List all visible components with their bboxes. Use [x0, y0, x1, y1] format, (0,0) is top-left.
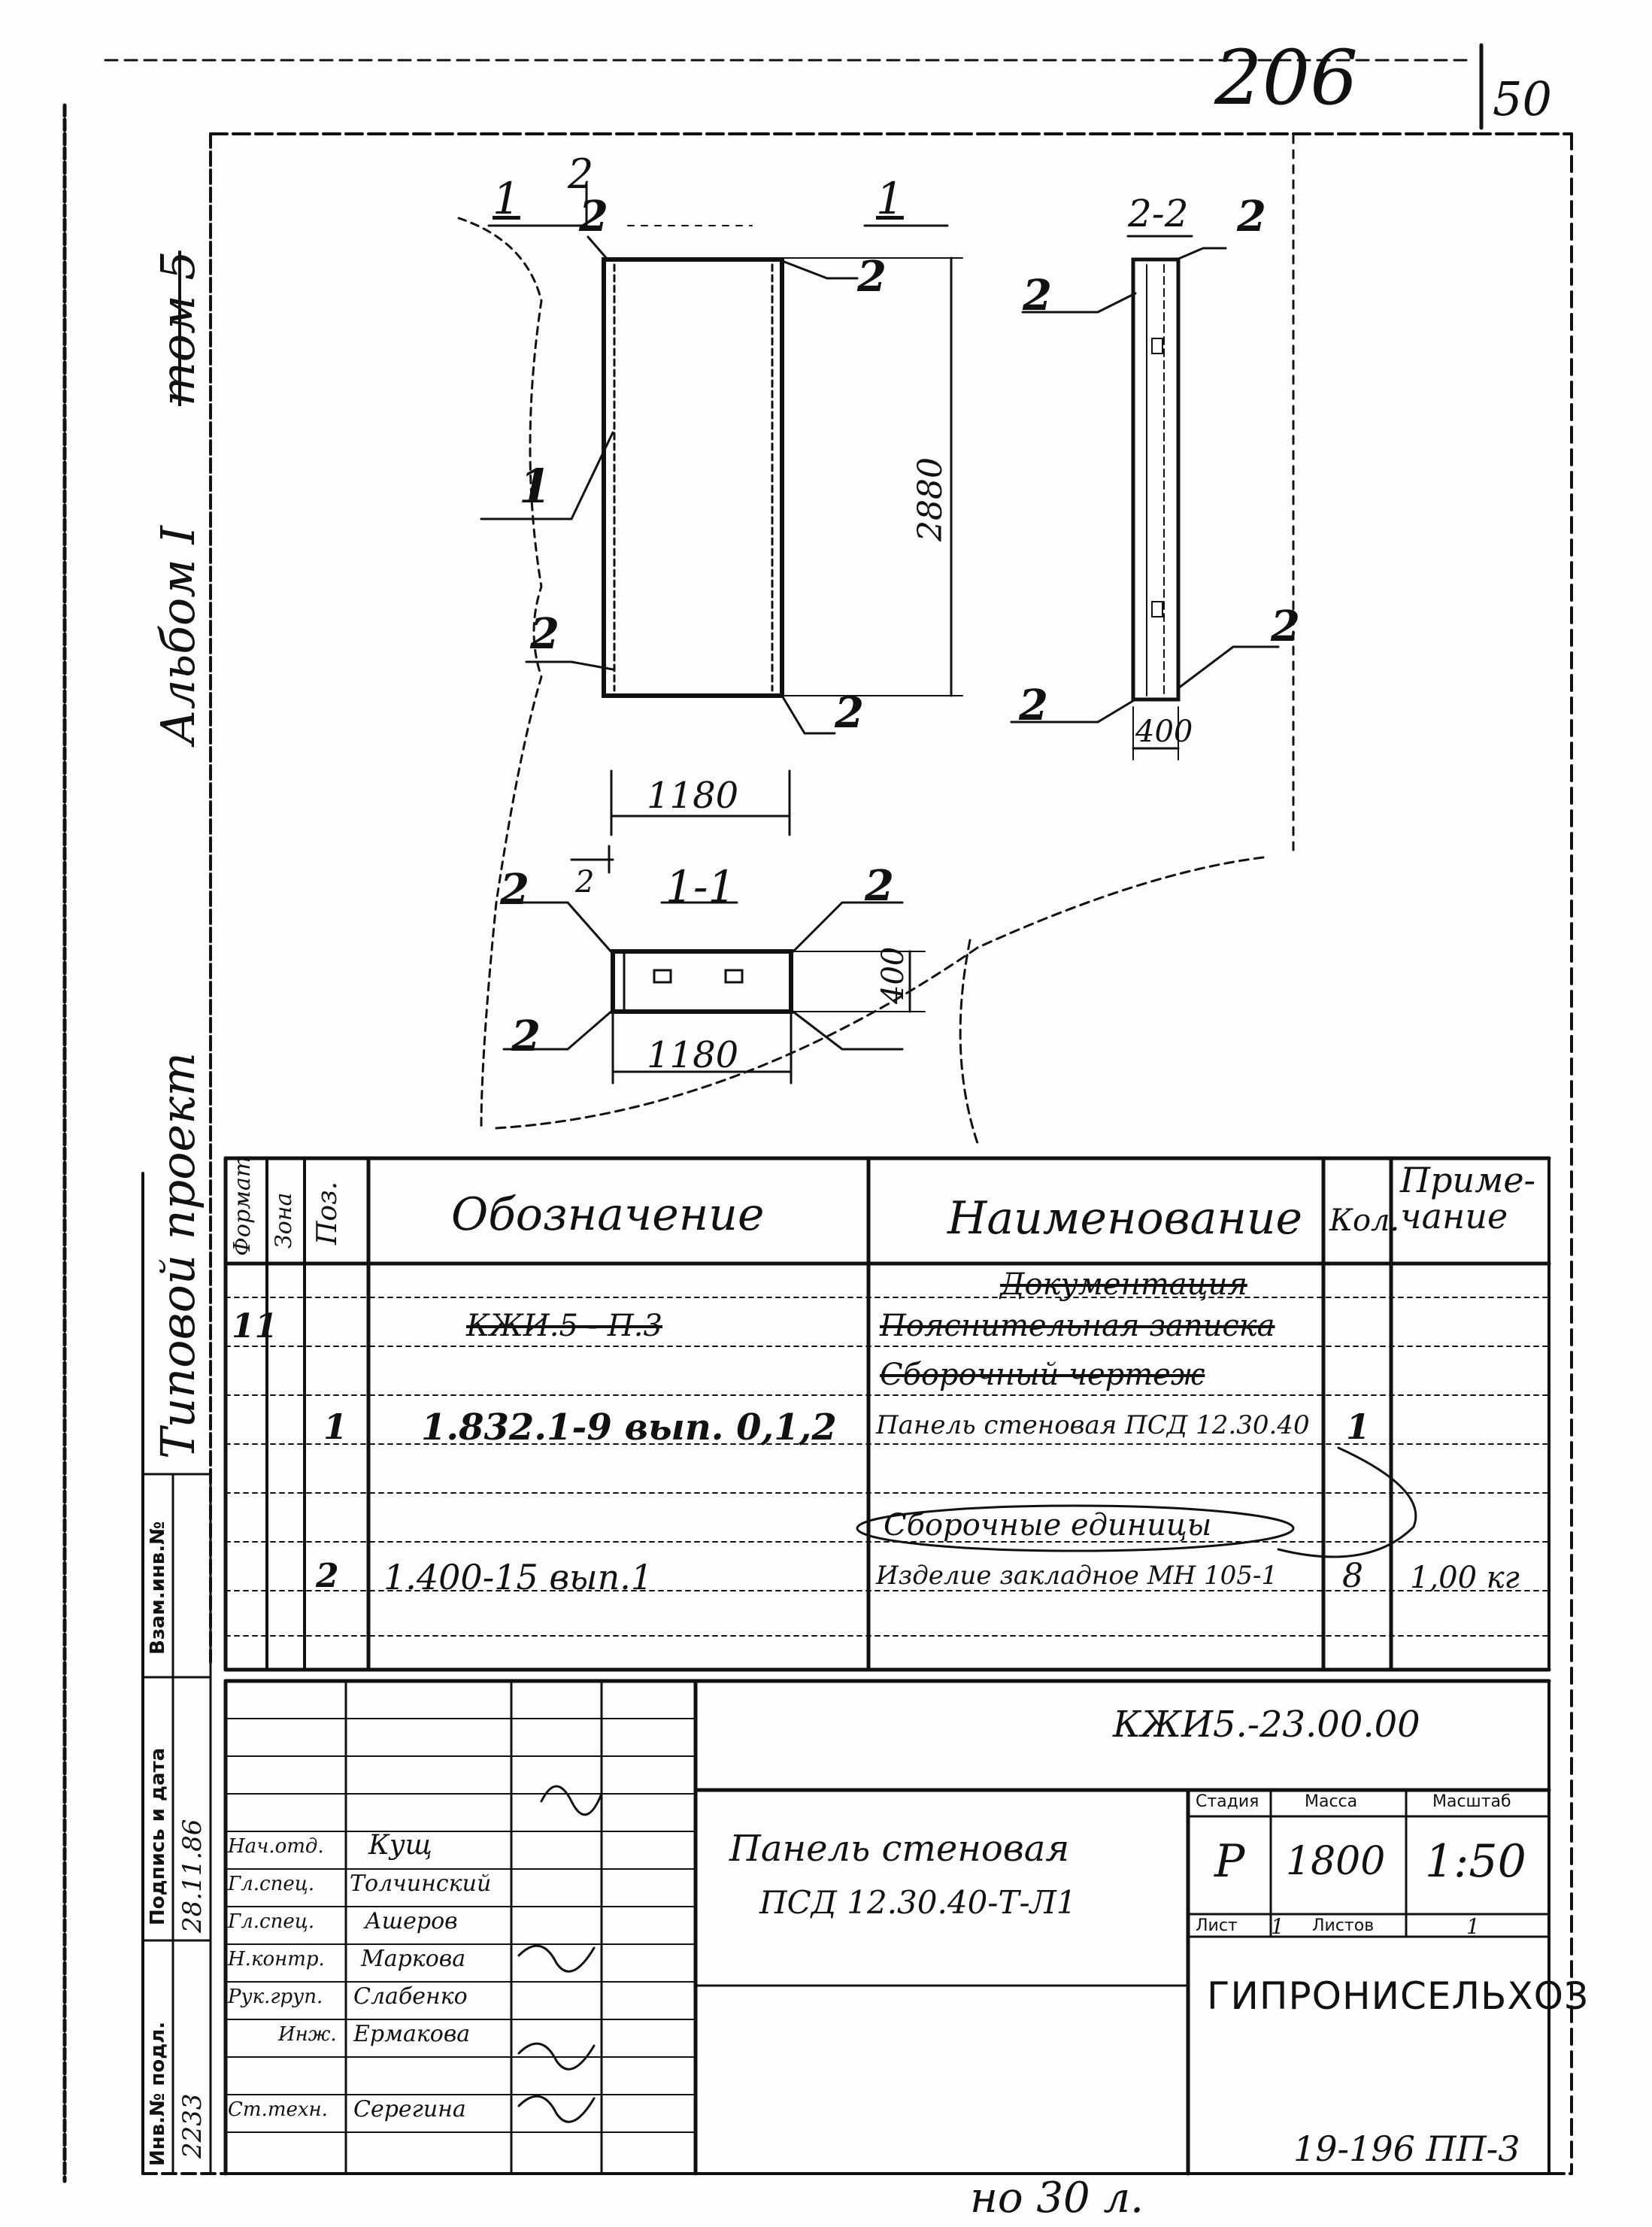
dim-width-top: 1180: [647, 775, 739, 817]
sig-role-5: Инж.: [278, 2023, 337, 2046]
sig-role-2: Гл.спец.: [228, 1910, 315, 1933]
sheet-label: Лист: [1196, 1916, 1238, 1935]
row-5-qty: 8: [1342, 1557, 1363, 1595]
stage-value: Р: [1214, 1835, 1245, 1888]
callout-side-top: 2: [1237, 192, 1266, 241]
row-3-pos: 1: [323, 1406, 348, 1447]
struck-volume-label: том 5: [150, 250, 205, 406]
header-pos: Поз.: [312, 1181, 343, 1245]
mass-value: 1800: [1286, 1839, 1386, 1884]
scale-label: Масштаб: [1432, 1792, 1511, 1811]
section-label-2-2: 2-2: [1128, 192, 1189, 235]
dim-height: 2880: [911, 457, 950, 542]
organization: ГИПРОНИСЕЛЬХОЗ: [1207, 1974, 1590, 2018]
sig-name-1: Толчинский: [350, 1870, 492, 1897]
callout-section-right: 2: [865, 861, 894, 911]
sig-name-4: Слабенко: [353, 1983, 468, 2010]
callout-side-left-top: 2: [1023, 271, 1052, 320]
section-mark-1-top: 1: [493, 173, 520, 224]
section-mark-1-right: 1: [876, 173, 904, 224]
scale-value: 1:50: [1425, 1835, 1526, 1888]
sheets-value: 1: [1466, 1914, 1480, 1939]
row-0-name: Документация: [1000, 1267, 1247, 1302]
row-5-designation: 1.400-15 вып.1: [383, 1557, 653, 1597]
row-1-format: 11: [232, 1307, 278, 1346]
section-mark-2-top: 2: [568, 150, 594, 198]
bottom-note: но 30 л.: [970, 2174, 1144, 2222]
row-4-name: Сборочные единицы: [884, 1508, 1212, 1543]
side-label-sign-date: Подпись и дата: [147, 1747, 169, 1925]
sig-role-4: Рук.груп.: [228, 1986, 323, 2008]
row-5-note: 1,00 кг: [1410, 1561, 1520, 1595]
dim-width-bottom: 1180: [647, 1034, 739, 1076]
header-name: Наименование: [947, 1192, 1303, 1245]
header-format: Формат: [229, 1155, 256, 1256]
sig-role-6: Ст.техн.: [228, 2098, 328, 2121]
callout-side-left-bottom: 2: [1019, 681, 1048, 730]
row-5-name: Изделие закладное МН 105-1: [876, 1561, 1278, 1591]
sig-name-2: Ашеров: [365, 1908, 458, 1934]
callout-bottom-right: 2: [835, 688, 864, 738]
title-line-1: Панель стеновая: [729, 1828, 1070, 1870]
sheets-label: Листов: [1312, 1916, 1375, 1935]
callout-side-right-bottom: 2: [1271, 602, 1300, 651]
side-label-inv-orig: Инв.№ подл.: [147, 2021, 169, 2166]
callout-top-left: 2: [579, 192, 608, 241]
section-label-1-1: 1-1: [665, 861, 736, 912]
row-1-name: Пояснительная записка: [880, 1309, 1275, 1343]
side-label-replaced-inv: Взам.инв.№: [147, 1521, 169, 1655]
project-label: Типовой проект: [150, 1051, 205, 1459]
sig-name-3: Маркова: [361, 1946, 466, 1972]
stage-label: Стадия: [1196, 1792, 1259, 1811]
doc-code: КЖИ5.-23.00.00: [1113, 1704, 1420, 1746]
sig-name-5: Ермакова: [353, 2021, 471, 2047]
sheet-value: 1: [1271, 1914, 1284, 1939]
mass-label: Масса: [1305, 1792, 1358, 1811]
sig-role-0: Нач.отд.: [228, 1835, 324, 1858]
dim-depth-side: 400: [1135, 715, 1193, 749]
header-qty: Кол.: [1329, 1203, 1400, 1238]
sig-role-1: Гл.спец.: [228, 1873, 315, 1895]
sig-name-6: Серегина: [353, 2096, 466, 2122]
callout-section-left-top: 2: [500, 865, 529, 915]
side-sign-value: 28.11.86: [177, 1819, 208, 1933]
callout-pos-1: 1: [519, 459, 552, 514]
sheet-number-corner: 50: [1493, 71, 1552, 126]
row-3-qty: 1: [1346, 1406, 1371, 1447]
sig-role-3: Н.контр.: [228, 1948, 325, 1971]
drawing-number: 19-196 ПП-3: [1293, 2128, 1520, 2169]
row-5-pos: 2: [316, 1557, 339, 1595]
row-3-name: Панель стеновая ПСД 12.30.40: [876, 1410, 1310, 1440]
callout-bottom-left: 2: [530, 609, 559, 659]
row-2-name: Сборочный чертеж: [880, 1358, 1205, 1392]
title-line-2: ПСД 12.30.40-Т-Л1: [759, 1884, 1077, 1921]
sheet-number-handwritten: 206: [1214, 34, 1358, 122]
row-1-designation: КЖИ.5 - П.3: [466, 1309, 662, 1343]
row-3-designation: 1.832.1-9 вып. 0,1,2: [421, 1406, 837, 1449]
sig-name-0: Кущ: [368, 1830, 432, 1861]
dim-depth-section: 400: [876, 946, 911, 1004]
album-label: Альбом I: [150, 526, 205, 745]
callout-section-left-bottom: 2: [511, 1012, 541, 1061]
header-zone: Зона: [271, 1192, 297, 1249]
side-inv-number: 2233: [177, 2093, 208, 2159]
header-note: Приме-чание: [1400, 1160, 1536, 1237]
header-designation: Обозначение: [451, 1188, 765, 1241]
callout-top-right: 2: [857, 252, 887, 302]
dim-small-offset: 2: [575, 865, 595, 900]
